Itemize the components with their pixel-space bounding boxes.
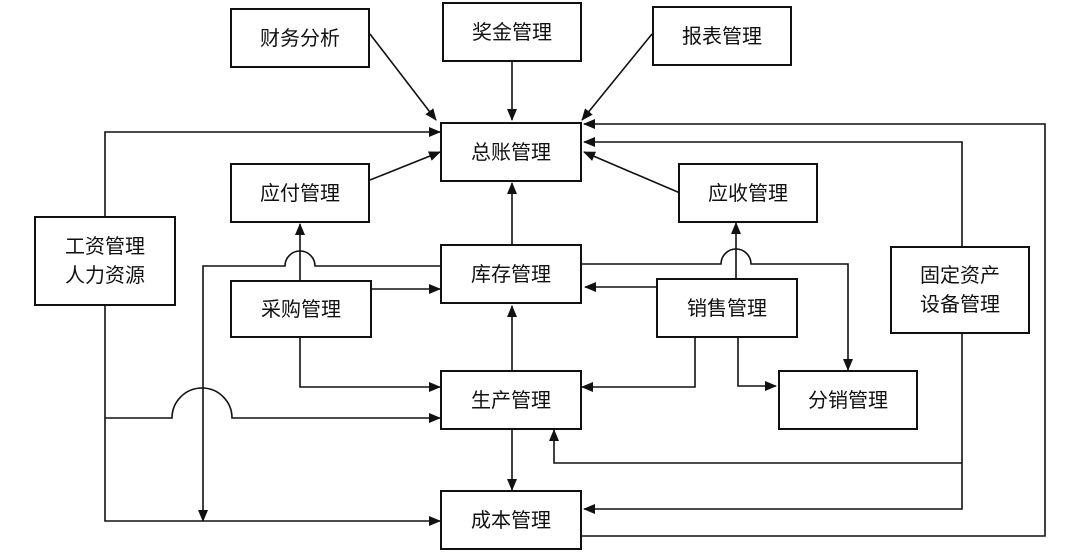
node-yingshou: 应收管理 bbox=[678, 163, 818, 223]
node-caigou-label: 采购管理 bbox=[261, 296, 341, 321]
edge-caigou-shengchan bbox=[299, 338, 441, 392]
node-fenxiao: 分销管理 bbox=[778, 370, 918, 430]
node-chengben: 成本管理 bbox=[440, 490, 582, 550]
node-baobiao: 报表管理 bbox=[652, 6, 792, 66]
edge-gongzi-chengben bbox=[104, 306, 441, 526]
node-fenxiao-label: 分销管理 bbox=[808, 387, 888, 412]
node-shengchan: 生产管理 bbox=[440, 370, 582, 430]
edge-kucun-fenxiao bbox=[582, 248, 853, 371]
node-yingfu: 应付管理 bbox=[230, 163, 370, 223]
node-jiangjin-label: 奖金管理 bbox=[472, 19, 552, 44]
edge-xiaoshou-shengchan bbox=[581, 338, 696, 392]
node-shengchan-label: 生产管理 bbox=[471, 387, 551, 412]
edge-xiaoshou-fenxiao bbox=[737, 338, 777, 391]
node-gongzi: 工资管理 人力资源 bbox=[34, 216, 176, 306]
edge-guding-zongzhang bbox=[583, 137, 963, 246]
node-yingfu-label: 应付管理 bbox=[260, 180, 340, 205]
node-chengben-label: 成本管理 bbox=[471, 507, 551, 532]
node-kucun-label: 库存管理 bbox=[471, 261, 551, 286]
edge-yingshou-zongzhang bbox=[583, 151, 681, 194]
edge-kucun-chengben bbox=[198, 250, 440, 522]
node-gongzi-label: 工资管理 人力资源 bbox=[65, 234, 145, 287]
node-caiwu-label: 财务分析 bbox=[260, 25, 340, 50]
node-caigou: 采购管理 bbox=[230, 280, 372, 338]
node-yingshou-label: 应收管理 bbox=[708, 180, 788, 205]
edge-outer-zongzhang bbox=[582, 119, 1046, 537]
node-xiaoshou: 销售管理 bbox=[656, 278, 798, 338]
edge-guding-shengchan bbox=[549, 429, 962, 464]
node-zongzhang: 总账管理 bbox=[440, 122, 582, 182]
node-baobiao-label: 报表管理 bbox=[682, 23, 762, 48]
node-guding-label: 固定资产 设备管理 bbox=[920, 263, 1000, 316]
node-xiaoshou-label: 销售管理 bbox=[687, 295, 767, 320]
edge-gongzi-zongzhang bbox=[104, 127, 441, 216]
node-jiangjin: 奖金管理 bbox=[442, 2, 582, 62]
edge-guding-chengben bbox=[583, 334, 963, 514]
node-caiwu: 财务分析 bbox=[230, 8, 370, 68]
node-zongzhang-label: 总账管理 bbox=[471, 139, 551, 164]
node-kucun: 库存管理 bbox=[440, 244, 582, 304]
edge-baobiao-zongzhang bbox=[581, 33, 653, 121]
edge-gongzi-shengchan bbox=[105, 387, 441, 423]
node-guding: 固定资产 设备管理 bbox=[890, 246, 1030, 334]
edge-yingfu-zongzhang bbox=[369, 151, 441, 181]
edge-caiwu-zongzhang bbox=[369, 33, 437, 121]
